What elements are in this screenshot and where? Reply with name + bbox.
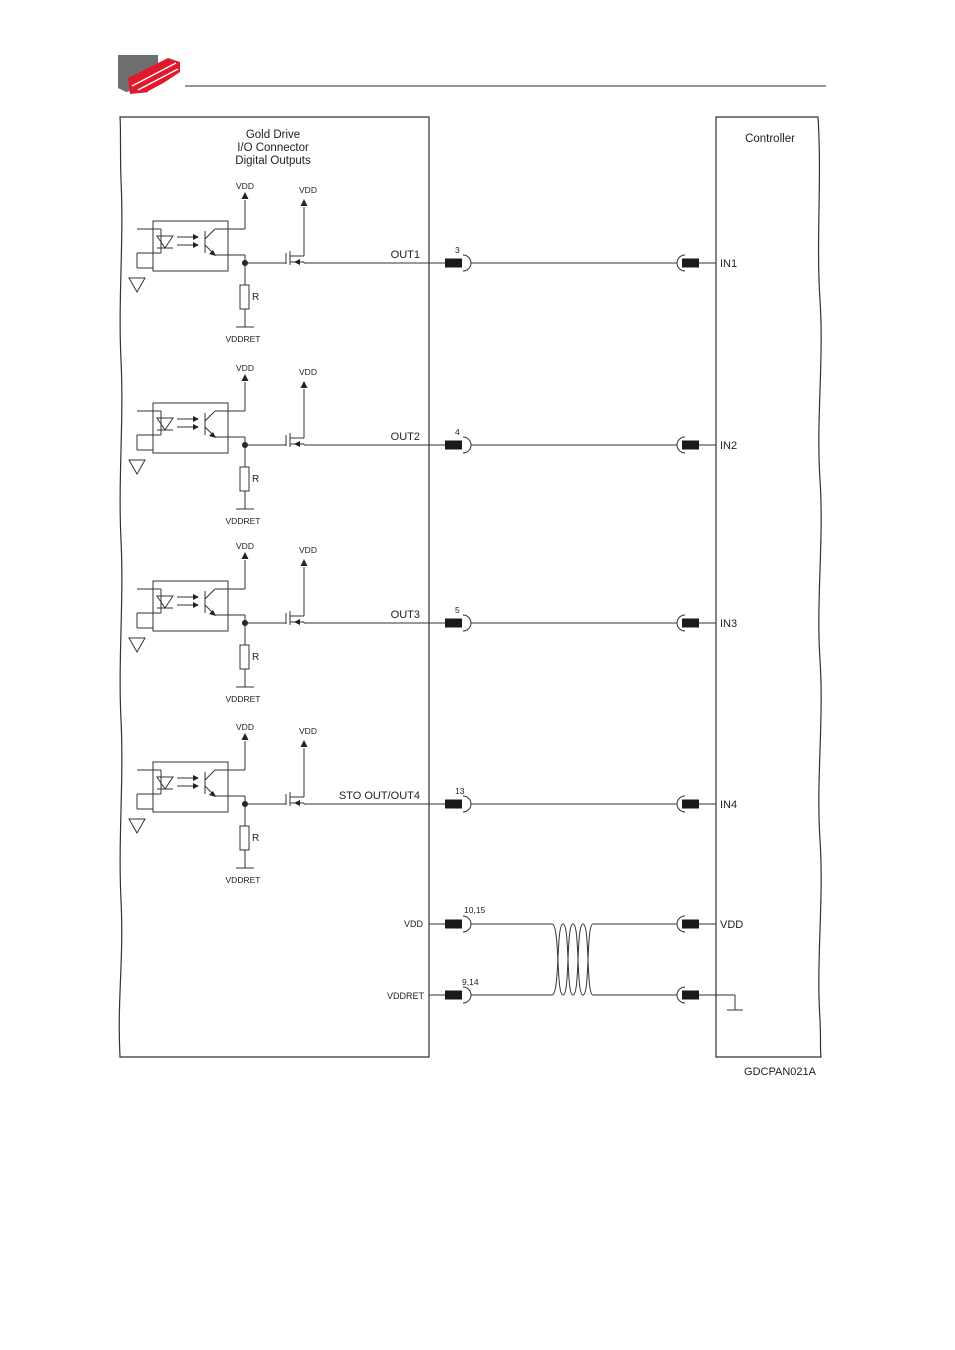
vddret-label: VDDRET (226, 694, 261, 704)
drive-pin (445, 441, 462, 450)
output-signal-label: OUT1 (391, 249, 420, 261)
pin-number: 4 (455, 427, 460, 437)
controller-pin (682, 441, 699, 450)
vdd-label: VDD (236, 541, 254, 551)
drive-pin (445, 619, 462, 628)
vddret-label: VDDRET (226, 875, 261, 885)
resistor-icon (240, 467, 249, 491)
figure-id: GDCPAN021A (744, 1066, 817, 1078)
drive-box (119, 117, 429, 1057)
vdd-label: VDD (299, 185, 317, 195)
vddret-label: VDDRET (226, 334, 261, 344)
vdd-label: VDD (236, 363, 254, 373)
controller-input-label: IN1 (720, 258, 737, 270)
twisted-pair-cable (552, 924, 593, 995)
output-signal-label: STO OUT/OUT4 (339, 790, 420, 802)
controller-title: Controller (745, 133, 795, 145)
drive-pin (445, 800, 462, 809)
ground-icon (129, 819, 145, 833)
controller-pin (682, 619, 699, 628)
power-vdd-right-label: VDD (720, 919, 743, 931)
mosfet-icon (294, 800, 300, 806)
controller-pin (682, 259, 699, 268)
power-vdd-pin-number: 10,15 (464, 905, 486, 915)
drive-title-line-2: I/O Connector (237, 142, 309, 154)
output-signal-label: OUT2 (391, 431, 420, 443)
resistor-label: R (252, 474, 259, 485)
drive-title-line-1: Gold Drive (246, 129, 300, 141)
power-vddret-controller-pin (682, 991, 699, 1000)
power-vdd-left-label: VDD (404, 919, 424, 929)
controller-input-label: IN4 (720, 799, 737, 811)
resistor-icon (240, 285, 249, 309)
drive-pin (445, 259, 462, 268)
vddret-label: VDDRET (226, 516, 261, 526)
vdd-label: VDD (236, 722, 254, 732)
pin-number: 5 (455, 605, 460, 615)
controller-input-label: IN3 (720, 618, 737, 630)
vdd-label: VDD (299, 726, 317, 736)
vdd-label: VDD (236, 181, 254, 191)
vdd-label: VDD (299, 545, 317, 555)
drive-title-line-3: Digital Outputs (235, 155, 311, 167)
mosfet-icon (294, 441, 300, 447)
resistor-label: R (252, 652, 259, 663)
ground-icon (129, 278, 145, 292)
mosfet-icon (294, 619, 300, 625)
controller-input-label: IN2 (720, 440, 737, 452)
power-vdd-drive-pin (445, 920, 462, 929)
resistor-icon (240, 826, 249, 850)
power-vdd-line: VDD 10,15 VDD (404, 905, 743, 932)
pin-number: 13 (455, 786, 465, 796)
output-signal-label: OUT3 (391, 609, 420, 621)
controller-pin (682, 800, 699, 809)
resistor-label: R (252, 833, 259, 844)
vdd-label: VDD (299, 367, 317, 377)
resistor-icon (240, 645, 249, 669)
power-vddret-left-label: VDDRET (387, 991, 425, 1001)
ground-icon (129, 638, 145, 652)
power-vddret-drive-pin (445, 991, 462, 1000)
ground-icon (129, 460, 145, 474)
mosfet-icon (294, 259, 300, 265)
power-vdd-controller-pin (682, 920, 699, 929)
power-vddret-pin-number: 9,14 (462, 977, 479, 987)
company-logo (118, 55, 180, 94)
pin-number: 3 (455, 245, 460, 255)
resistor-label: R (252, 292, 259, 303)
